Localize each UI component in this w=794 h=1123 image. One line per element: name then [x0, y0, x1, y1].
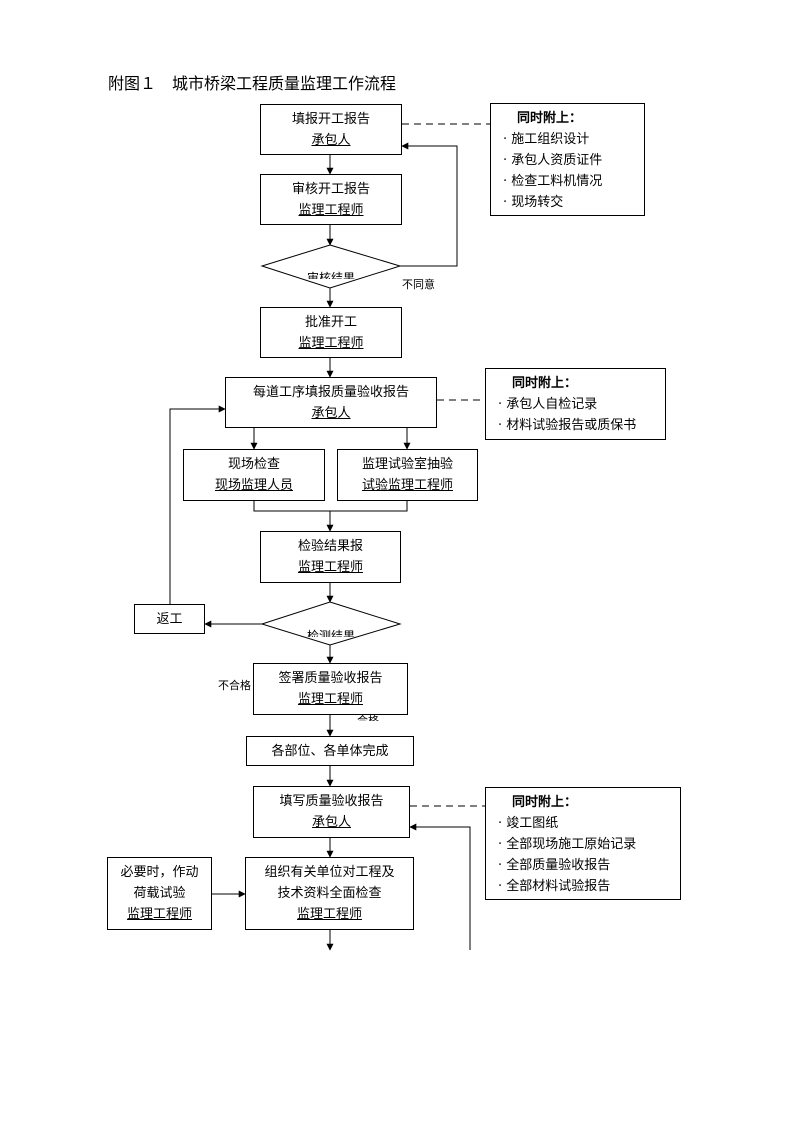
note-item: 竣工图纸 — [498, 813, 680, 834]
note-item: 现场转交 — [503, 192, 644, 213]
step-fill-quality-report[interactable]: 填写质量验收报告 承包人 — [253, 786, 410, 838]
step-units-complete[interactable]: 各部位、各单体完成 — [246, 736, 414, 766]
step-role: 监理工程师 — [296, 907, 362, 922]
step-rework[interactable]: 返工 — [134, 604, 205, 634]
step-role: 试验监理工程师 — [361, 478, 453, 493]
label-disagree: 不同意 — [402, 278, 435, 291]
step-role: 监理工程师 — [298, 335, 364, 351]
step-label: 批准开工 — [304, 314, 357, 330]
step-inspection-result[interactable]: 检验结果报 监理工程师 — [260, 531, 401, 583]
step-site-inspection[interactable]: 现场检查 现场监理人员 — [183, 449, 325, 501]
step-review-start-report[interactable]: 审核开工报告 监理工程师 — [260, 174, 402, 225]
step-label-2: 技术资料全面检查 — [277, 886, 382, 901]
attachment-note-2: 同时附上： 承包人自检记录 材料试验报告或质保书 — [485, 368, 666, 440]
step-load-test[interactable]: 必要时，作动 荷载试验 监理工程师 — [107, 857, 212, 930]
loop-rework — [169, 405, 226, 604]
decision-d1-shape — [260, 244, 402, 289]
step-label: 检验结果报 — [297, 539, 363, 554]
step-label: 各部位、各单体完成 — [271, 743, 389, 759]
step-role: 监理工程师 — [126, 907, 192, 922]
step-role: 监理工程师 — [297, 692, 363, 707]
step-role: 监理工程师 — [298, 202, 364, 218]
loop-disagree — [400, 142, 458, 267]
step-label-2: 荷载试验 — [133, 886, 186, 901]
step-role: 承包人 — [311, 815, 351, 830]
step-label: 组织有关单位对工程及 — [264, 865, 395, 880]
step-role: 现场监理人员 — [214, 478, 293, 493]
loop-return-b9 — [409, 823, 471, 950]
label-unqualified: 不合格 — [218, 679, 251, 692]
step-label: 必要时，作动 — [120, 865, 199, 880]
step-label: 填报开工报告 — [291, 111, 370, 127]
step-label: 返工 — [156, 611, 183, 627]
step-label: 签署质量验收报告 — [278, 671, 383, 686]
step-role: 监理工程师 — [297, 560, 363, 575]
note-item: 承包人自检记录 — [498, 394, 665, 415]
step-label: 监理试验室抽验 — [361, 457, 453, 472]
step-role: 承包人 — [311, 132, 351, 148]
step-comprehensive-check[interactable]: 组织有关单位对工程及 技术资料全面检查 监理工程师 — [245, 857, 414, 930]
page-title: 附图１ 城市桥梁工程质量监理工作流程 — [108, 74, 397, 93]
join-b5 — [253, 501, 408, 512]
step-fill-start-report[interactable]: 填报开工报告 承包人 — [260, 104, 402, 155]
attachment-note-1: 同时附上： 施工组织设计 承包人资质证件 检查工料机情况 现场转交 — [490, 103, 645, 216]
step-label: 现场检查 — [227, 457, 280, 472]
label-qualified: 合格 — [357, 714, 379, 721]
step-process-quality-report[interactable]: 每道工序填报质量验收报告 承包人 — [225, 377, 437, 428]
decision-d2-label: 检测结果 — [306, 629, 355, 637]
note-item: 全部现场施工原始记录 — [498, 834, 680, 855]
note-header: 同时附上： — [517, 111, 583, 126]
step-lab-sampling[interactable]: 监理试验室抽验 试验监理工程师 — [337, 449, 478, 501]
step-sign-quality-report[interactable]: 签署质量验收报告 监理工程师 — [253, 663, 408, 715]
step-label: 每道工序填报质量验收报告 — [252, 384, 409, 400]
note-item: 材料试验报告或质保书 — [498, 415, 665, 436]
attachment-note-3: 同时附上： 竣工图纸 全部现场施工原始记录 全部质量验收报告 全部材料试验报告 — [485, 787, 681, 900]
step-approve-start[interactable]: 批准开工 监理工程师 — [260, 307, 402, 358]
note-item: 承包人资质证件 — [503, 150, 644, 171]
note-item: 全部材料试验报告 — [498, 876, 680, 897]
note-header: 同时附上： — [512, 376, 578, 391]
note-item: 全部质量验收报告 — [498, 855, 680, 876]
step-role: 承包人 — [311, 405, 351, 421]
decision-d1-label: 审核结果 — [306, 271, 355, 279]
step-label: 填写质量验收报告 — [279, 794, 384, 809]
note-item: 施工组织设计 — [503, 129, 644, 150]
decision-d2-shape — [260, 601, 402, 646]
note-header: 同时附上： — [512, 795, 578, 810]
step-label: 审核开工报告 — [291, 181, 370, 197]
note-item: 检查工料机情况 — [503, 171, 644, 192]
